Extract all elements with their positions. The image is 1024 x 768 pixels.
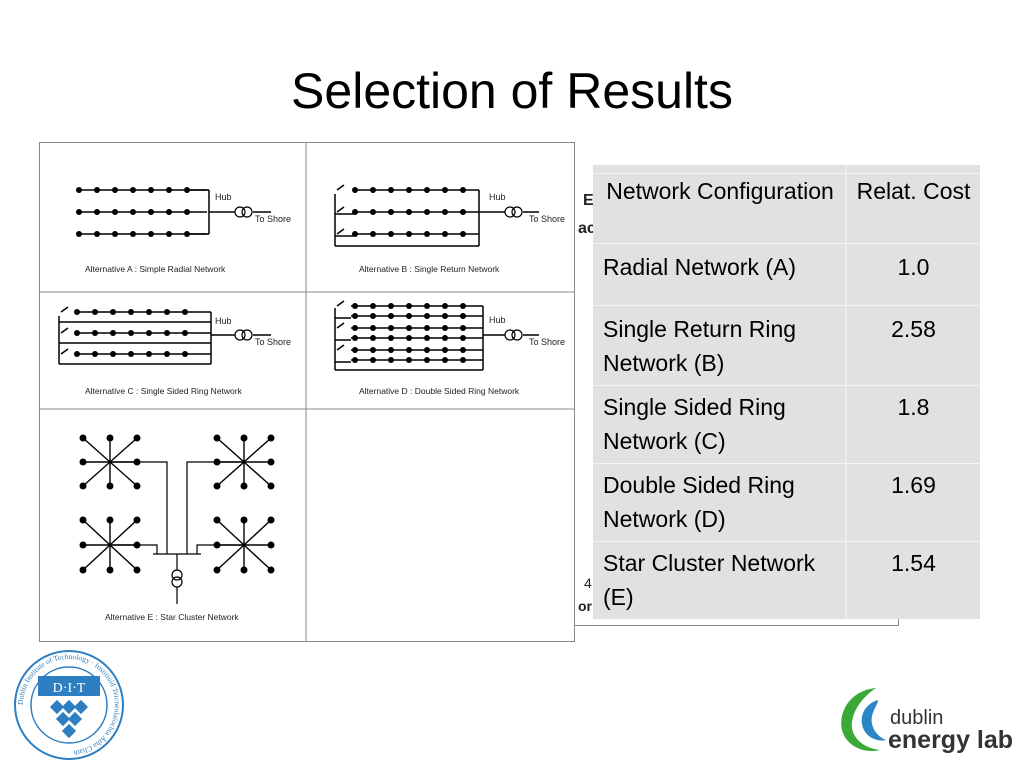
- node-row: [76, 187, 190, 237]
- alternative-a-diagram: [76, 187, 271, 237]
- hub-label: Hub: [489, 315, 506, 325]
- table-row: Star Cluster Network (E) 1.54: [593, 541, 980, 620]
- shore-label: To Shore: [255, 337, 291, 347]
- table-row: Single Return Ring Network (B) 2.58: [593, 305, 980, 390]
- header-relative-cost: Relat. Cost: [856, 178, 971, 204]
- dit-letters: D·I·T: [53, 681, 86, 696]
- energy-swoosh-icon: [841, 688, 880, 752]
- transformer-symbol: [171, 569, 183, 588]
- row-config: Single Sided Ring Network (C): [603, 394, 786, 454]
- table-header-row: Network Configuration Relat. Cost: [593, 173, 980, 244]
- row-config: Radial Network (A): [603, 254, 796, 280]
- header-network-configuration: Network Configuration: [606, 178, 834, 204]
- shore-label: To Shore: [529, 214, 565, 224]
- background-fragment: E: [583, 192, 594, 209]
- alternative-e-diagram: [79, 434, 275, 604]
- row-cost: 2.58: [891, 316, 936, 342]
- row-cost: 1.8: [897, 394, 930, 420]
- alternative-a-caption: Alternative A : Simple Radial Network: [85, 264, 226, 274]
- row-config: Double Sided Ring Network (D): [603, 472, 795, 532]
- transformer-symbol: [234, 206, 253, 218]
- trunk-cables: [110, 461, 244, 604]
- alternative-c-caption: Alternative C : Single Sided Ring Networ…: [85, 386, 243, 396]
- background-line: [575, 625, 899, 626]
- background-fragment: or: [578, 598, 592, 614]
- column-separator: [845, 165, 847, 619]
- hub-label: Hub: [215, 192, 232, 202]
- background-fragment: ac: [578, 220, 596, 237]
- alternative-e-caption: Alternative E : Star Cluster Network: [105, 612, 239, 622]
- logo-line1: dublin: [890, 707, 943, 729]
- table-row: Radial Network (A) 1.0: [593, 243, 980, 312]
- row-config: Star Cluster Network (E): [603, 550, 816, 610]
- shore-label: To Shore: [255, 214, 291, 224]
- dit-emblem: [49, 699, 89, 739]
- table-row: Double Sided Ring Network (D) 1.69: [593, 463, 980, 544]
- star-cluster: [79, 516, 141, 574]
- hub-label: Hub: [215, 316, 232, 326]
- row-config: Single Return Ring Network (B): [603, 316, 797, 376]
- alternative-c-diagram: [58, 306, 271, 365]
- slide-title: Selection of Results: [291, 63, 733, 119]
- alternative-b-diagram: [334, 184, 539, 247]
- alternative-d-diagram: [334, 300, 539, 371]
- alternative-b-caption: Alternative B : Single Return Network: [359, 264, 500, 274]
- network-alternatives-diagram: Hub To Shore Alternative A : Simple Radi…: [39, 142, 575, 642]
- results-table: Network Configuration Relat. Cost Radial…: [593, 165, 980, 619]
- shore-label: To Shore: [529, 337, 565, 347]
- hub-label: Hub: [489, 192, 506, 202]
- dublin-energy-lab-logo: dublin energy lab.: [834, 680, 1020, 756]
- alternative-d-caption: Alternative D : Double Sided Ring Networ…: [359, 386, 520, 396]
- table-row: Single Sided Ring Network (C) 1.8: [593, 385, 980, 466]
- row-cost: 1.54: [891, 550, 936, 576]
- background-fragment: 4: [584, 575, 592, 591]
- logo-line2: energy lab.: [888, 726, 1014, 754]
- row-cost: 1.69: [891, 472, 936, 498]
- dit-logo: Dublin Institute of Technology · Institi…: [12, 648, 126, 762]
- diagram-grid: [39, 142, 575, 642]
- row-cost: 1.0: [897, 254, 930, 280]
